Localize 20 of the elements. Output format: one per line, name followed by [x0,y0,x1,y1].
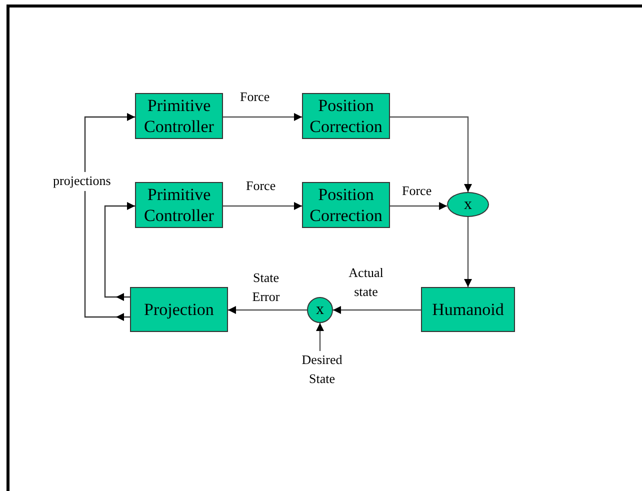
arrow [333,306,421,314]
arrow [223,113,302,121]
arrow [84,113,135,321]
arrow [390,202,447,210]
arrow [223,202,302,210]
multiplier-node: x [447,192,489,217]
arrow [228,306,307,314]
arrow [104,202,135,301]
process-box: Position Correction [302,182,390,228]
arrow [390,116,472,192]
multiplier-node: x [307,297,333,323]
process-box: Primitive Controller [135,93,223,139]
process-box: Projection [130,287,228,332]
process-box: Position Correction [302,93,390,139]
input-label: Desired State [292,351,352,389]
arrow [464,217,472,287]
arrow [316,323,324,351]
process-box: Humanoid [421,287,515,332]
edge-label: projections [53,172,111,191]
process-box: Primitive Controller [135,182,223,228]
